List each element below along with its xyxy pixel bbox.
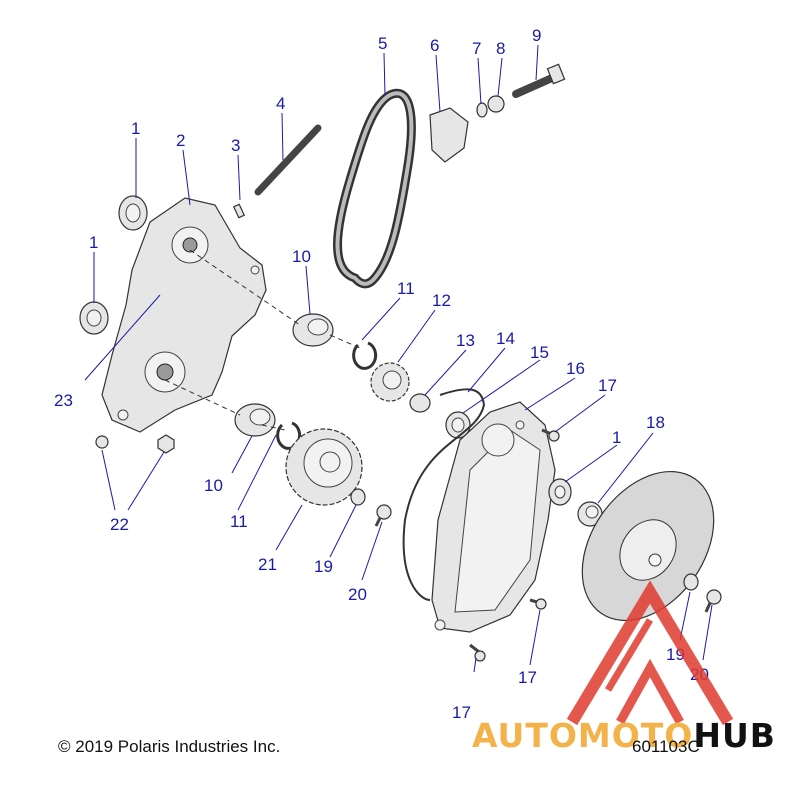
inner-gearcase (101, 197, 267, 433)
callout-6: 6 (430, 36, 439, 55)
callout-3: 3 (231, 136, 240, 155)
callout-23: 23 (54, 391, 73, 410)
callout-22: 22 (110, 515, 129, 534)
callout-5: 5 (378, 34, 387, 53)
callout-13: 13 (456, 331, 475, 350)
callout-10a: 10 (292, 247, 311, 266)
callout-17a: 17 (598, 376, 617, 395)
spacer (409, 393, 431, 413)
callout-17b: 17 (518, 668, 537, 687)
watermark-text-part2: HUB (693, 716, 776, 755)
outer-case-cover (431, 401, 556, 633)
oil-seal-upper (118, 195, 148, 231)
callout-1c: 1 (612, 428, 621, 447)
callout-labels: 1 1 1 2 3 4 5 6 7 8 9 10 10 11 11 12 13 … (54, 26, 709, 722)
callout-11b: 11 (230, 512, 248, 531)
callout-4: 4 (276, 94, 285, 113)
callout-8: 8 (496, 39, 505, 58)
bolt-right (704, 589, 722, 613)
callout-10b: 10 (204, 476, 223, 495)
brake-disc (581, 470, 715, 622)
drive-chain (333, 88, 416, 289)
callout-17c: 17 (452, 703, 471, 722)
callout-7: 7 (472, 39, 481, 58)
assembly-guide-lines (164, 249, 361, 431)
snap-ring-upper (352, 341, 378, 370)
callout-1b: 1 (89, 233, 98, 252)
callout-leader-lines (84, 44, 713, 673)
callout-9: 9 (532, 26, 541, 45)
copyright-notice: © 2019 Polaris Industries Inc. (58, 737, 281, 756)
washer (476, 102, 488, 118)
bolt-left (374, 504, 392, 527)
case-bolt-3 (469, 643, 486, 662)
drive-sprocket (370, 362, 410, 402)
callout-19a: 19 (314, 557, 333, 576)
case-bolt-1 (541, 428, 560, 442)
callout-2: 2 (176, 131, 185, 150)
tensioner-bolt (512, 63, 566, 98)
chain-tensioner (429, 107, 469, 163)
callout-11a: 11 (397, 279, 415, 298)
drawing-number: 601103C (632, 737, 700, 756)
callout-1a: 1 (131, 119, 140, 138)
callout-12: 12 (432, 291, 451, 310)
dowel-pin (232, 203, 246, 219)
bearing-upper (292, 313, 334, 347)
callout-20a: 20 (348, 585, 367, 604)
oil-seal-lower (79, 301, 109, 335)
bearing-lower (234, 403, 276, 437)
snap-ring-lower (276, 421, 302, 450)
washer-left (350, 488, 366, 506)
watermark-logo (566, 580, 734, 726)
oil-seal-right (548, 478, 572, 506)
shaft (254, 124, 322, 196)
case-bolt-2 (529, 598, 547, 610)
watermark-text-part1: AUTOMOTO (472, 716, 694, 755)
flange-nut (157, 434, 175, 454)
nut-small (95, 435, 109, 449)
nut (487, 95, 505, 113)
callout-18: 18 (646, 413, 665, 432)
case-gasket (402, 388, 486, 601)
callout-21: 21 (258, 555, 277, 574)
callout-14: 14 (496, 329, 515, 348)
driven-gear (285, 428, 363, 506)
callout-15: 15 (530, 343, 549, 362)
watermark-text: AUTOMOTOHUB (472, 716, 776, 755)
washer-right (683, 573, 699, 591)
callout-16: 16 (566, 359, 585, 378)
